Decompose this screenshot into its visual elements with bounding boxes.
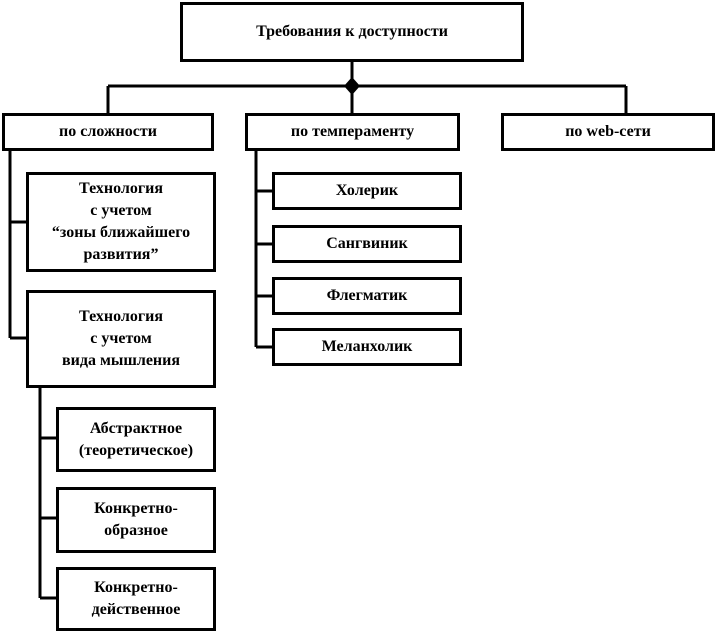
temperament-node-phlegmatic: Флегматик <box>272 277 462 315</box>
thinking-node-abstract: Абстрактное (теоретическое) <box>56 407 216 472</box>
complexity-node-thinking-type-label: Технология с учетом вида мышления <box>61 308 181 369</box>
thinking-node-figurative: Конкретно- образное <box>56 487 216 553</box>
temperament-node-sanguine-label: Сангвиник <box>326 235 408 252</box>
temperament-node-choleric-label: Холерик <box>335 182 399 199</box>
thinking-node-figurative-label: Конкретно- образное <box>94 500 178 539</box>
category-complexity: по сложности <box>2 113 214 151</box>
root-label: Требования к доступности <box>256 23 448 40</box>
complexity-node-proximal-zone: Технология с учетом “зоны ближайшего раз… <box>26 172 216 272</box>
thinking-node-active: Конкретно- действенное <box>56 567 216 631</box>
category-temperament: по темпераменту <box>245 113 460 151</box>
thinking-node-abstract-label: Абстрактное (теоретическое) <box>78 419 194 459</box>
category-web-label: по web-сети <box>565 123 651 140</box>
complexity-node-thinking-type: Технология с учетом вида мышления <box>26 290 216 388</box>
junction-diamond <box>344 77 360 95</box>
category-complexity-label: по сложности <box>59 123 157 140</box>
category-temperament-label: по темпераменту <box>290 123 415 140</box>
temperament-node-choleric: Холерик <box>272 172 462 210</box>
thinking-node-active-label: Конкретно- действенное <box>91 579 181 618</box>
complexity-node-proximal-zone-label: Технология с учетом “зоны ближайшего раз… <box>51 180 191 263</box>
root-node: Требования к доступности <box>180 2 524 62</box>
category-web: по web-сети <box>501 113 715 151</box>
temperament-node-phlegmatic-label: Флегматик <box>326 287 408 304</box>
temperament-node-melancholic-label: Меланхолик <box>321 338 413 355</box>
temperament-node-melancholic: Меланхолик <box>272 328 462 366</box>
temperament-node-sanguine: Сангвиник <box>272 225 462 263</box>
